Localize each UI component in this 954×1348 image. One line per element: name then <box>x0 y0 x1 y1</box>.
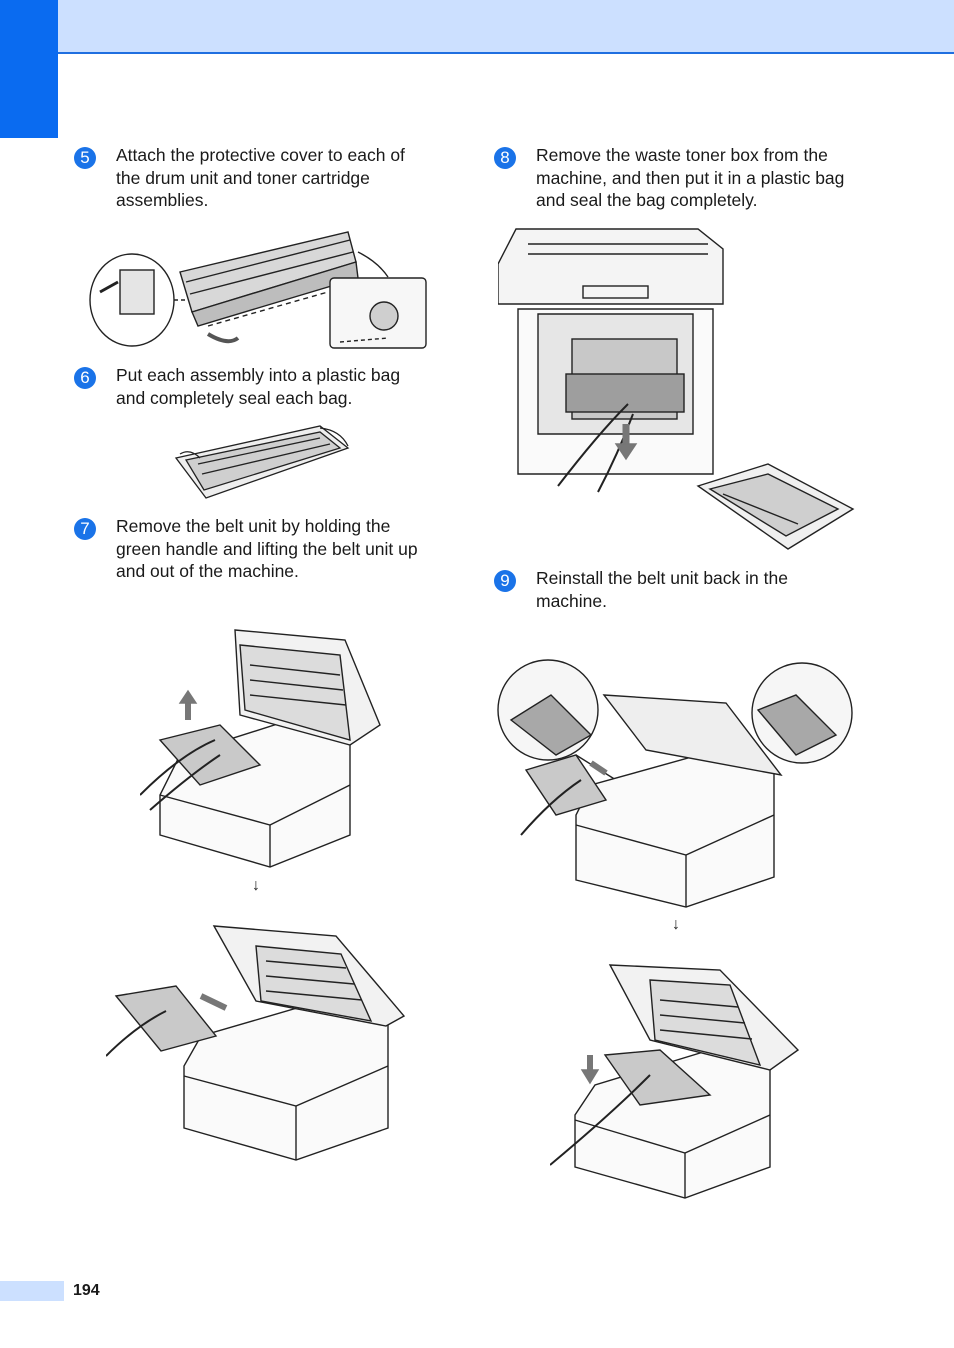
step-text-line: assemblies. <box>116 190 209 210</box>
chapter-tab <box>0 0 58 138</box>
step-text-line: the drum unit and toner cartridge <box>116 167 370 188</box>
belt-unit-removal-illustration <box>140 625 386 870</box>
step-text-line: machine. <box>536 590 608 611</box>
step-text-line: Remove the belt unit by holding the <box>116 516 391 536</box>
belt-unit-lifted-illustration <box>106 916 408 1162</box>
step-number-badge: 7 <box>74 518 96 540</box>
step-text: Remove the belt unit by holding the gree… <box>116 515 418 583</box>
step-text: Put each assembly into a plastic bag and… <box>116 364 400 409</box>
header-band <box>0 0 954 54</box>
step-text-line: Reinstall the belt unit back in the <box>536 568 788 588</box>
flow-arrow: ↓ <box>252 877 260 894</box>
step-6: 6 Put each assembly into a plastic bag a… <box>74 364 454 417</box>
step-text-line: green handle and lifting the belt unit u… <box>116 538 418 559</box>
step-5: 5 Attach the protective cover to each of… <box>74 144 454 217</box>
step-text-line: Attach the protective cover to each of <box>116 145 405 165</box>
step-9: 9 Reinstall the belt unit back in the ma… <box>494 567 874 620</box>
page-number-tab <box>0 1281 64 1301</box>
flow-arrow: ↓ <box>672 916 680 933</box>
step-number-badge: 6 <box>74 367 96 389</box>
step-7: 7 Remove the belt unit by holding the gr… <box>74 515 454 588</box>
step-text-line: machine, and then put it in a plastic ba… <box>536 167 845 188</box>
belt-unit-reinstall-illustration <box>496 655 854 910</box>
step-number-badge: 9 <box>494 570 516 592</box>
step-number-badge: 5 <box>74 147 96 169</box>
bagged-assembly-illustration <box>170 418 352 502</box>
step-text-line: Remove the waste toner box from the <box>536 145 828 165</box>
step-text-line: Put each assembly into a plastic bag <box>116 365 401 385</box>
protective-cover-illustration <box>88 222 430 352</box>
belt-unit-seated-illustration <box>550 955 800 1200</box>
step-text-line: and completely seal each bag. <box>116 387 353 408</box>
step-8: 8 Remove the waste toner box from the ma… <box>494 144 874 217</box>
page-number: 194 <box>73 1282 100 1299</box>
step-text: Reinstall the belt unit back in the mach… <box>536 567 788 612</box>
step-text: Attach the protective cover to each of t… <box>116 144 405 212</box>
waste-toner-box-removal-illustration <box>498 224 858 554</box>
step-text-line: and out of the machine. <box>116 561 299 581</box>
step-text-line: and seal the bag completely. <box>536 190 758 210</box>
step-number-badge: 8 <box>494 147 516 169</box>
step-text: Remove the waste toner box from the mach… <box>536 144 844 212</box>
